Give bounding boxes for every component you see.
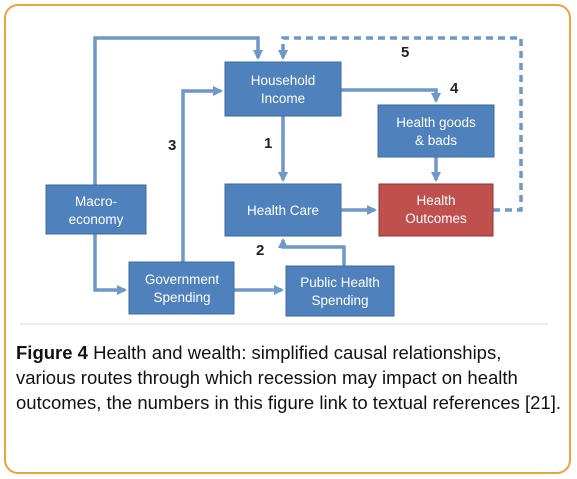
arrow-government-to-income [181,86,223,262]
box-macro-economy: Macro- economy [45,184,147,235]
box-macro-economy-line2: economy [69,212,124,227]
box-government-spending-line1: Government [145,272,220,287]
box-health-goods: Health goods & bads [377,104,495,158]
box-health-outcomes-line2: Outcomes [405,211,467,226]
box-public-health-spending: Public Health Spending [285,265,395,317]
arrow-outcomes-to-income-dashed [278,36,523,212]
box-health-care: Health Care [224,183,342,237]
box-health-care-line1: Health Care [247,203,319,218]
causal-diagram: Household Income Health goods & bads Mac… [20,36,548,325]
arrow-macro-to-government [93,234,127,295]
box-macro-economy-line1: Macro- [75,194,117,209]
box-health-goods-line2: & bads [415,133,457,148]
box-household-income: Household Income [224,61,342,117]
caption-label: Figure 4 [16,342,88,363]
route-number-5: 5 [401,44,409,61]
box-government-spending: Government Spending [128,261,235,315]
arrow-public-health-to-care [278,238,346,266]
route-number-1: 1 [264,135,272,152]
box-public-health-spending-line1: Public Health [300,275,380,290]
caption-text: Health and wealth: simplified causal rel… [16,342,562,413]
box-health-outcomes: Health Outcomes [378,183,494,237]
box-government-spending-line2: Spending [153,290,210,305]
arrow-income-to-goods [341,88,441,103]
figure-caption: Figure 4 Health and wealth: simplified c… [16,340,562,415]
arrow-macro-to-income [93,36,263,185]
box-public-health-spending-line2: Spending [311,293,368,308]
route-number-2: 2 [256,242,264,259]
box-health-outcomes-line1: Health [416,193,455,208]
route-number-4: 4 [450,80,459,97]
route-number-3: 3 [168,137,176,154]
box-household-income-line1: Household [251,73,316,88]
box-household-income-line2: Income [261,91,305,106]
box-health-goods-line1: Health goods [396,115,476,130]
